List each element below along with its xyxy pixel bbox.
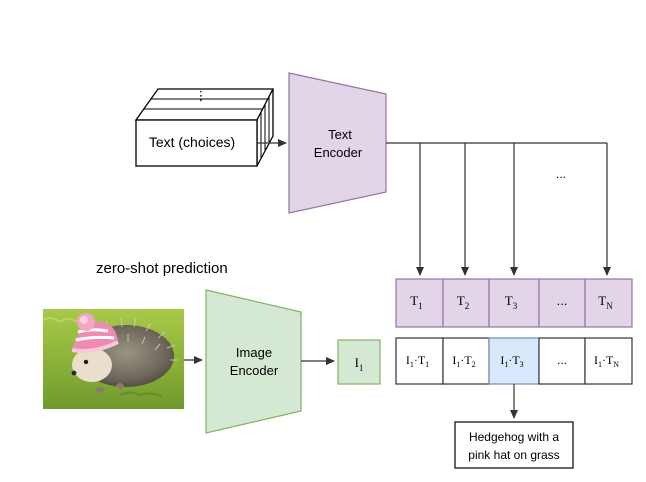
hedgehog-face	[72, 348, 112, 382]
hedgehog-foot	[96, 387, 104, 393]
grass-highlight	[42, 316, 78, 324]
stack-front-face	[135, 119, 258, 167]
text-embedding-cell	[442, 278, 490, 328]
image-encoder: Image Encoder	[205, 289, 302, 434]
text-choices-label: Text (choices)	[149, 134, 235, 150]
hedgehog-eye	[83, 359, 89, 365]
text-embedding-label: T3	[505, 293, 518, 311]
image-embedding-box	[337, 339, 381, 385]
text-embedding-label: T1	[410, 293, 422, 311]
image-encoder-label-line2: Encoder	[230, 363, 279, 378]
text-encoder: Text Encoder	[288, 72, 387, 214]
prediction-line1: Hedgehog with a	[469, 430, 559, 444]
similarity-cell	[395, 337, 444, 385]
text-embedding-label: ...	[557, 293, 568, 308]
prediction-box: Hedgehog with a pink hat on grass	[454, 421, 574, 469]
hedgehog-photo	[42, 309, 184, 409]
zero-shot-caption: zero-shot prediction	[96, 260, 228, 277]
text-embedding-row: T1 T2 T3... TN	[395, 278, 633, 328]
image-embedding-label: I1	[355, 355, 364, 373]
text-encoder-shape	[288, 72, 387, 214]
prediction-frame	[454, 421, 574, 469]
similarity-cell	[442, 337, 490, 385]
image-embedding: I1	[337, 339, 381, 385]
hedgehog-nose	[71, 370, 77, 376]
similarity-label: ...	[557, 353, 567, 367]
similarity-cell	[584, 337, 633, 385]
text-embedding-cell	[395, 278, 444, 328]
text-encoder-label-line2: Encoder	[314, 145, 363, 160]
grass-shadow	[119, 391, 163, 398]
hat-stripe	[75, 335, 115, 342]
similarity-label: I1·T2	[452, 353, 475, 369]
text-embedding-label: T2	[457, 293, 469, 311]
image-encoder-label-line1: Image	[236, 345, 272, 360]
bus-ellipsis: ...	[556, 167, 566, 181]
hat-pompom-highlight	[80, 316, 88, 324]
similarity-label: I1·TN	[594, 353, 619, 369]
hat-brim	[71, 340, 119, 353]
stack-dots: ⋮	[195, 88, 208, 103]
prediction-line2: pink hat on grass	[468, 448, 559, 462]
similarity-label: I1·T3	[500, 353, 523, 369]
similarity-label: I1·T1	[406, 353, 429, 369]
text-embedding-label: TN	[598, 293, 613, 311]
hat-stripe	[77, 328, 109, 334]
text-embedding-cell	[584, 278, 633, 328]
image-encoder-shape	[205, 289, 302, 434]
similarity-row: I1·T1 I1·T2 I1·T3... I1·TN	[395, 337, 633, 385]
text-choices-stack: ⋮ Text (choices)	[134, 88, 275, 167]
hedgehog-foot	[116, 383, 124, 389]
text-embedding-cell	[538, 278, 586, 328]
text-encoder-label-line1: Text	[328, 127, 352, 142]
